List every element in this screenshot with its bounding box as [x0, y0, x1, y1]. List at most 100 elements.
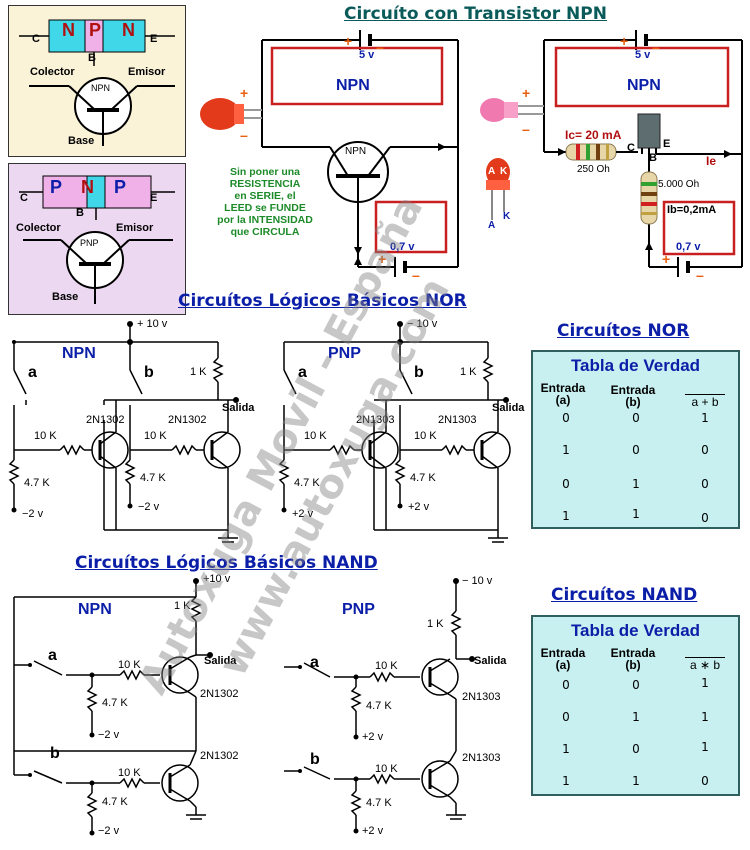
- transistor-b-label: B: [649, 152, 657, 164]
- nor-pnp-out: Salida: [492, 402, 525, 414]
- nor-npn-rbase1: 10 K: [34, 430, 57, 442]
- svg-text:+: +: [662, 251, 670, 267]
- nand-col-b: Entrada (b): [605, 647, 661, 671]
- nor-pnp-v2: +2 v: [408, 501, 430, 513]
- nand-col-a-title: Entrada: [540, 646, 586, 660]
- nand-npn-supply: +10 v: [203, 573, 231, 585]
- nor-npn-v2: −2 v: [138, 501, 160, 513]
- nor-col-a-title: Entrada: [540, 381, 586, 395]
- pnp-c-label: C: [20, 192, 28, 204]
- nand-circuits-drawing: [13, 578, 475, 836]
- nand-table-title: Circuítos NAND: [551, 585, 698, 605]
- nor-pnp-switch-a: a: [298, 364, 307, 381]
- right-battery-bottom-label: 0,7 v: [676, 241, 701, 253]
- nand-pnp-switch-b: b: [310, 751, 320, 768]
- led-warning-note: Sin poner una RESISTENCIA en SERIE, el L…: [200, 166, 330, 238]
- nor-pnp-rbias2: 4.7 K: [410, 472, 436, 484]
- svg-text:–: –: [240, 127, 248, 143]
- nand-npn-v2: −2 v: [98, 825, 120, 837]
- svg-text:–: –: [652, 39, 660, 55]
- note-line-2: RESISTENCIA: [229, 178, 301, 190]
- nand-pnp-v2: +2 v: [362, 825, 384, 837]
- nor-r3-a: 0: [562, 477, 570, 491]
- nand-pnp-label: PNP: [342, 601, 375, 618]
- nor-col-a: Entrada (a): [535, 382, 591, 406]
- nand-pnp-t2: 2N1303: [462, 752, 501, 764]
- pnp-base-label: Base: [52, 291, 79, 303]
- nor-npn-v1: −2 v: [22, 508, 44, 520]
- left-npn-label: NPN: [336, 77, 370, 94]
- nor-r3-b: 1: [632, 477, 640, 491]
- npn-letter-n1: N: [62, 20, 75, 40]
- nor-r1-a: 0: [562, 411, 570, 425]
- nor-pnp-t1: 2N1303: [356, 414, 395, 426]
- npn-e-label: E: [150, 33, 158, 45]
- npn-letter-n2: N: [122, 20, 135, 40]
- nand-pnp-rbias1: 4.7 K: [366, 700, 392, 712]
- nor-pnp-rbias1: 4.7 K: [294, 477, 320, 489]
- pnp-e-label: E: [150, 192, 158, 204]
- led-a-label: A: [488, 166, 496, 177]
- nand-pnp-out: Salida: [474, 655, 507, 667]
- led-circuit-right: + – + – + –: [480, 30, 743, 282]
- r2-label: 5.000 Oh: [658, 179, 700, 190]
- nor-npn-rbase2: 10 K: [144, 430, 167, 442]
- nand-npn-rbase1: 10 K: [118, 659, 141, 671]
- transistor-c-label: C: [627, 142, 635, 154]
- ib-current-label: Ib=0,2mA: [667, 204, 717, 216]
- nor-pnp-supply: − 10 v: [407, 318, 438, 330]
- svg-text:+: +: [344, 33, 352, 49]
- nand-npn-r-top: 1 K: [174, 600, 191, 612]
- nor-table-head: Tabla de Verdad: [570, 356, 701, 375]
- nand-r4-b: 1: [632, 774, 640, 788]
- nand-r2-a: 0: [562, 710, 570, 724]
- svg-text:–: –: [696, 267, 704, 282]
- npn-letter-p: P: [89, 20, 102, 40]
- nor-npn-supply: + 10 v: [137, 318, 168, 330]
- nand-section-title: Circuítos Lógicos Básicos NAND: [75, 553, 378, 573]
- nand-r1-b: 0: [632, 678, 640, 692]
- pnp-b-label: B: [76, 207, 84, 219]
- pnp-emisor-label: Emisor: [116, 222, 154, 234]
- led-pinout-drawing: [486, 158, 510, 220]
- nor-r2-out: 0: [701, 443, 709, 457]
- note-line-3: en SERIE, el: [234, 190, 296, 202]
- nor-npn-label: NPN: [62, 345, 96, 362]
- nand-npn-label: NPN: [78, 601, 112, 618]
- nor-npn-rbias2: 4.7 K: [140, 472, 166, 484]
- led-k-label: K: [500, 166, 508, 177]
- right-npn-label: NPN: [627, 77, 661, 94]
- nor-r4-a: 1: [562, 509, 570, 523]
- note-line-1: Sin poner una: [229, 166, 300, 178]
- nor-section-title: Circuítos Lógicos Básicos NOR: [178, 291, 467, 311]
- nand-pnp-supply: − 10 v: [462, 575, 493, 587]
- pnp-structure-drawing: [19, 175, 175, 304]
- r1-label: 250 Oh: [577, 164, 610, 175]
- nand-r1-a: 0: [562, 678, 570, 692]
- nand-pnp-v1: +2 v: [362, 731, 384, 743]
- nor-r4-out: 0: [701, 511, 709, 525]
- nand-npn-out: Salida: [204, 655, 237, 667]
- nand-col-b-sub: (b): [625, 658, 641, 672]
- nand-npn-rbias1: 4.7 K: [102, 697, 128, 709]
- note-line-4: LEED se FUNDE: [224, 202, 306, 214]
- nor-col-a-sub: (a): [555, 393, 571, 407]
- led-a-pin: A: [488, 220, 496, 231]
- nor-pnp-t2: 2N1303: [438, 414, 477, 426]
- nor-npn-out: Salida: [222, 402, 255, 414]
- nor-r2-a: 1: [562, 443, 570, 457]
- nand-r3-a: 1: [562, 742, 570, 756]
- nor-col-b-title: Entrada: [610, 383, 656, 397]
- nor-npn-switch-b: b: [144, 364, 154, 381]
- led-circuit-left: + – + – + –: [200, 30, 459, 282]
- nand-pnp-rbias2: 4.7 K: [366, 797, 392, 809]
- nor-pnp-v1: +2 v: [292, 508, 314, 520]
- nand-truth-table: Tabla de Verdad Entrada (a) Entrada (b) …: [531, 615, 740, 796]
- nand-col-a-sub: (a): [555, 658, 571, 672]
- svg-text:–: –: [522, 121, 530, 137]
- pnp-symbol-label: PNP: [80, 238, 99, 248]
- pnp-structure-panel: [8, 163, 186, 315]
- nand-r2-out: 1: [701, 710, 709, 724]
- nand-npn-t1: 2N1302: [200, 688, 239, 700]
- nand-pnp-rbase1: 10 K: [375, 660, 398, 672]
